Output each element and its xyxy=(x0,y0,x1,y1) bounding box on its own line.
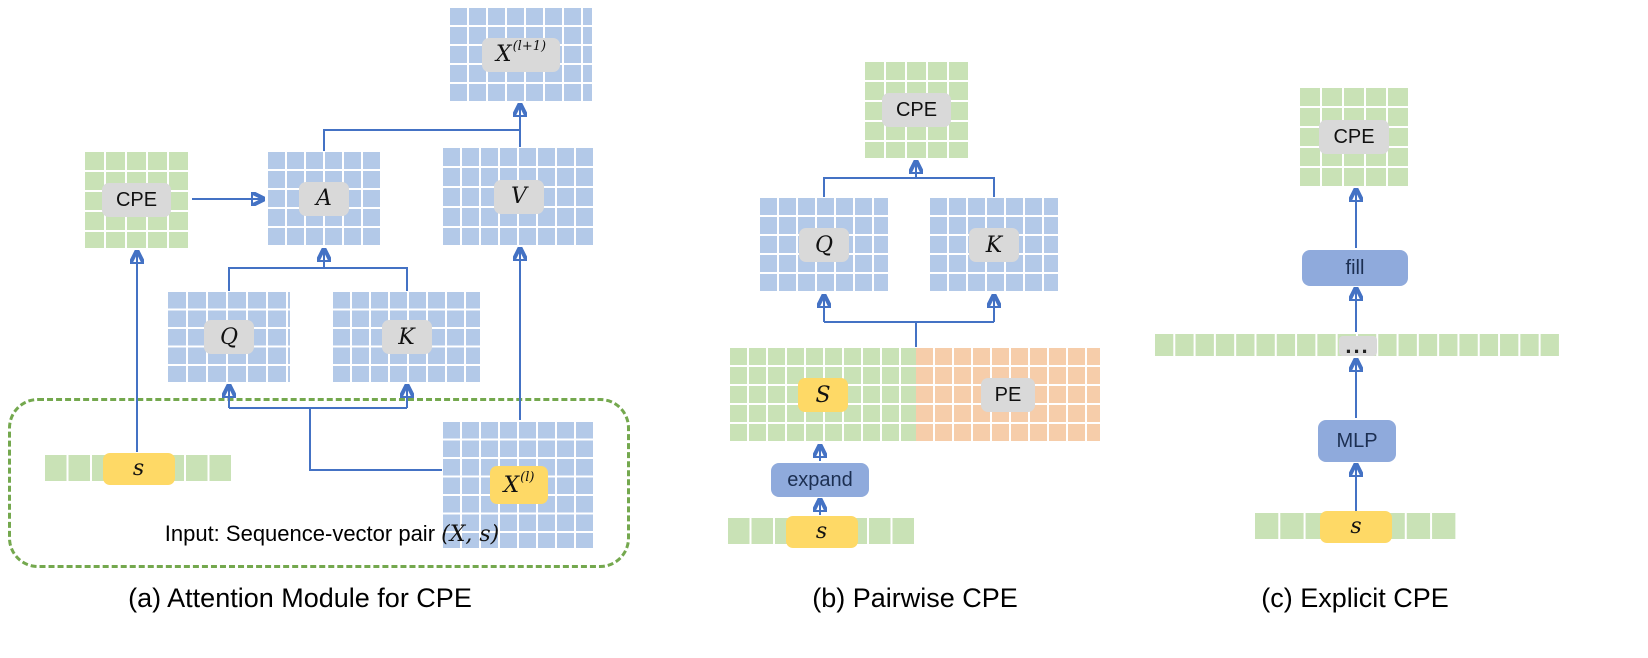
key-block-a: K xyxy=(333,292,480,382)
attention-matrix-block: A xyxy=(268,152,380,245)
fill-op: fill xyxy=(1302,250,1408,286)
input-note-math: (X, s) xyxy=(441,522,500,547)
x-next-layer-block: X(l+1) xyxy=(450,8,592,101)
cpe-label-b: CPE xyxy=(881,93,952,127)
cpe-block-b: CPE xyxy=(865,62,968,158)
x-input-layer-label: X(l) xyxy=(489,466,549,504)
s-expanded-label: S xyxy=(798,378,848,412)
input-pair-region xyxy=(8,398,630,568)
caption-panel-a: (a) Attention Module for CPE xyxy=(128,583,472,613)
query-block-a: Q xyxy=(168,292,290,382)
value-label: V xyxy=(494,179,544,214)
x-input-superscript: (l) xyxy=(520,469,535,485)
caption-panel-c: (c) Explicit CPE xyxy=(1261,583,1449,613)
line-qk-join-b xyxy=(823,177,995,197)
x-next-base: X xyxy=(495,42,512,67)
query-block-b: Q xyxy=(760,198,888,292)
x-next-superscript: (l+1) xyxy=(512,39,547,54)
s-vector-strip-a: s xyxy=(45,452,232,485)
cpe-label-a: CPE xyxy=(101,183,172,217)
caption-panel-b: (b) Pairwise CPE xyxy=(812,583,1018,613)
s-vector-strip-b: s xyxy=(728,515,915,548)
cpe-label-c: CPE xyxy=(1319,120,1389,154)
value-block: V xyxy=(443,148,595,245)
s-vector-chip-b: s xyxy=(785,515,858,548)
input-pair-note: Input: Sequence-vector pair (X, s) xyxy=(132,521,532,547)
cpe-block-a: CPE xyxy=(85,152,188,248)
query-label-b: Q xyxy=(799,228,849,262)
mlp-op: MLP xyxy=(1318,420,1396,462)
s-vector-strip-c: s xyxy=(1255,510,1457,543)
pe-label: PE xyxy=(980,378,1036,412)
s-expanded-block: S xyxy=(730,348,916,442)
key-label-a: K xyxy=(381,320,432,354)
query-label-a: Q xyxy=(204,320,254,354)
ellipsis-text: ... xyxy=(1345,332,1370,358)
long-sequence-strip: ... xyxy=(1155,334,1560,357)
key-label-b: K xyxy=(969,228,1019,262)
x-input-layer-block: X(l) xyxy=(443,422,595,548)
ellipsis-chip: ... xyxy=(1338,332,1377,358)
key-block-b: K xyxy=(930,198,1058,292)
input-note-prefix: Input: Sequence-vector pair xyxy=(164,521,442,546)
cpe-block-c: CPE xyxy=(1300,88,1408,186)
expand-op: expand xyxy=(771,463,869,497)
x-input-base: X xyxy=(503,472,520,498)
pe-block: PE xyxy=(916,348,1100,442)
attention-matrix-label: A xyxy=(299,181,349,216)
line-qk-join xyxy=(228,267,408,291)
x-next-layer-label: X(l+1) xyxy=(481,37,561,72)
line-spe-elbow xyxy=(824,321,994,347)
s-vector-chip-c: s xyxy=(1320,510,1392,543)
s-vector-chip-a: s xyxy=(102,452,175,485)
